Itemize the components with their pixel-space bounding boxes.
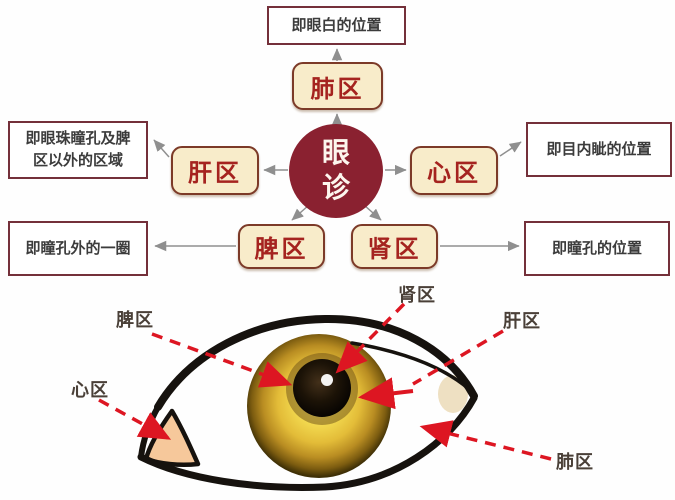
desc-liver-position: 即眼珠瞳孔及脾区以外的区域 bbox=[8, 121, 148, 179]
pupil bbox=[293, 359, 351, 417]
eye-label-liver: 肝区 bbox=[503, 311, 541, 331]
center-node-label: 眼诊 bbox=[321, 138, 350, 204]
pupil-highlight bbox=[321, 374, 333, 386]
node-spleen-area: 脾区 bbox=[238, 224, 325, 269]
desc-spleen-position: 即瞳孔外的一圈 bbox=[8, 221, 148, 276]
desc-kidney-position: 即瞳孔的位置 bbox=[524, 221, 670, 276]
node-heart-area: 心区 bbox=[410, 146, 498, 195]
node-liver-area: 肝区 bbox=[171, 146, 259, 195]
eye-illustration bbox=[98, 302, 552, 491]
eye-label-kidney: 肾区 bbox=[398, 285, 436, 305]
eye-pointer-arrows bbox=[98, 302, 552, 461]
center-node-eye-diagnosis: 眼诊 bbox=[289, 124, 383, 218]
desc-heart-position: 即目内眦的位置 bbox=[526, 122, 672, 177]
node-kidney-area: 肾区 bbox=[351, 224, 438, 269]
eye-label-lung: 肺区 bbox=[556, 452, 594, 472]
node-lung-area: 肺区 bbox=[292, 62, 383, 110]
eye-label-spleen: 脾区 bbox=[116, 310, 154, 330]
desc-lung-position: 即眼白的位置 bbox=[267, 6, 406, 45]
eye-label-heart: 心区 bbox=[71, 380, 109, 400]
